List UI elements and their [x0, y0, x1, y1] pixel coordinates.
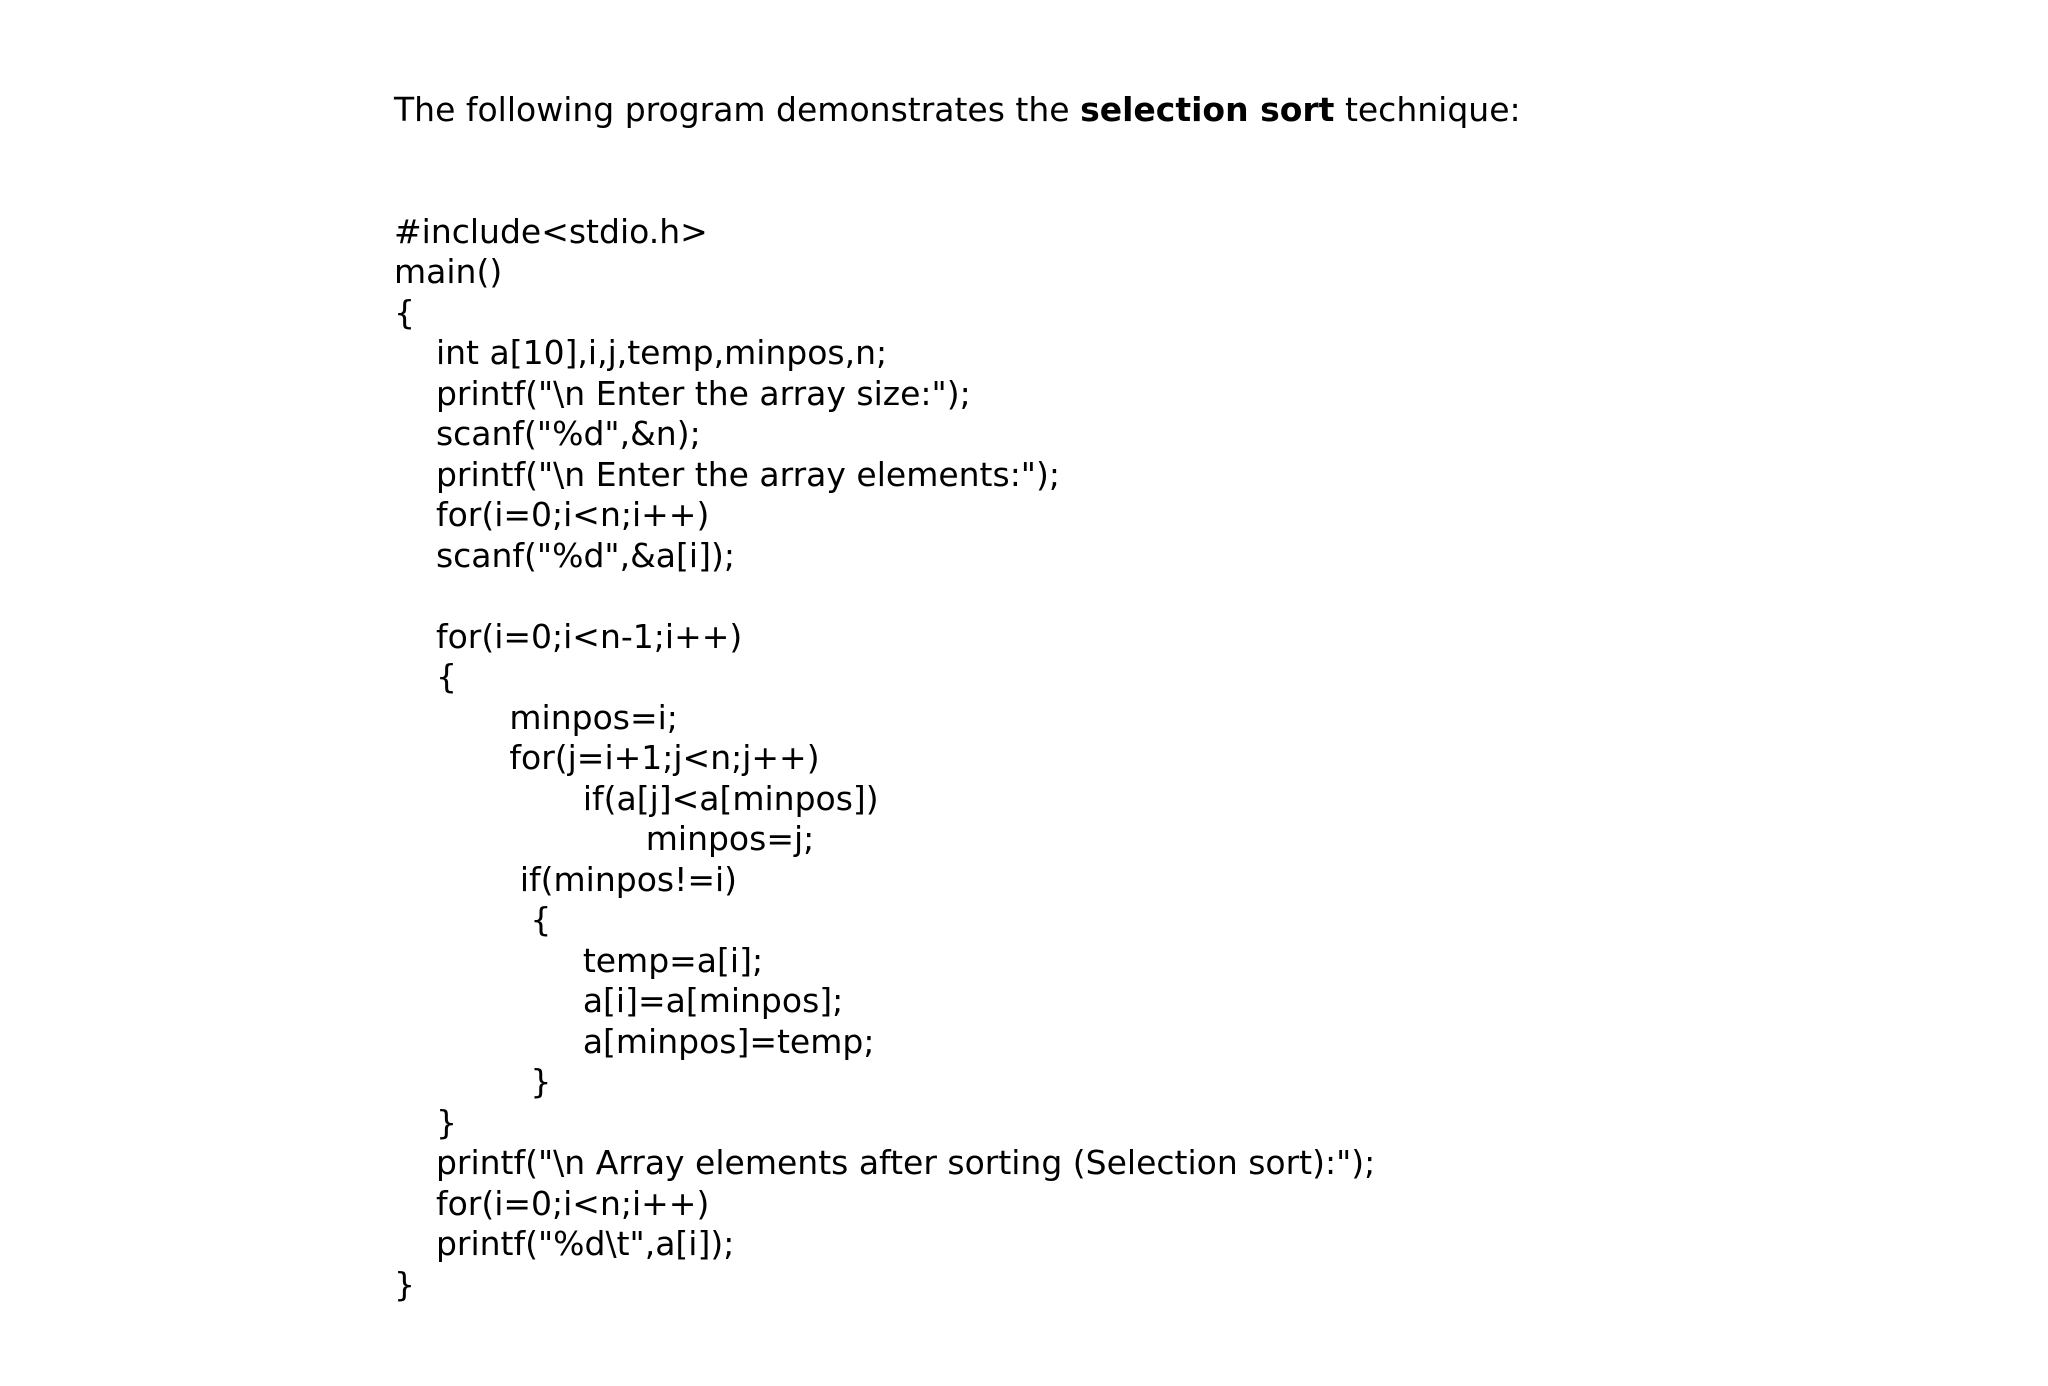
code-line: for(j=i+1;j<n;j++)	[394, 738, 820, 777]
code-line: scanf("%d",&a[i]);	[394, 535, 735, 575]
code-line	[394, 576, 1521, 617]
code-line: #include<stdio.h>	[394, 211, 708, 251]
code-line: printf("\n Array elements after sorting …	[394, 1143, 1376, 1182]
code-line: temp=a[i];	[394, 940, 764, 980]
code-line: }	[394, 1102, 457, 1142]
code-line: for(i=0;i<n;i++)	[394, 495, 710, 534]
code-line: a[i]=a[minpos];	[394, 981, 844, 1020]
heading-suffix: technique:	[1334, 90, 1521, 129]
code-line: {	[394, 900, 552, 939]
code-line: }	[394, 1062, 552, 1101]
heading: The following program demonstrates the s…	[394, 90, 1521, 131]
code-line: printf("\n Enter the array elements:");	[394, 454, 1060, 494]
code-line: if(a[j]<a[minpos])	[394, 778, 879, 818]
code-line: }	[394, 1264, 415, 1304]
code-line: for(i=0;i<n;i++)	[394, 1183, 710, 1223]
code-line: {	[394, 292, 415, 332]
heading-prefix: The following program demonstrates the	[394, 90, 1081, 129]
code-line: a[minpos]=temp;	[394, 1021, 875, 1061]
heading-bold: selection sort	[1080, 90, 1335, 129]
code-block: #include<stdio.h>main(){ int a[10],i,j,t…	[394, 212, 1521, 1306]
code-line: for(i=0;i<n-1;i++)	[394, 616, 743, 656]
code-line: minpos=i;	[394, 697, 678, 737]
code-line: if(minpos!=i)	[394, 859, 738, 899]
code-line: scanf("%d",&n);	[394, 414, 701, 453]
code-line: minpos=j;	[394, 819, 815, 858]
code-line: {	[394, 657, 457, 696]
code-line: printf("%d\t",a[i]);	[394, 1224, 735, 1263]
code-listing: The following program demonstrates the s…	[394, 9, 1521, 1386]
code-line: main()	[394, 252, 503, 291]
document-page: The following program demonstrates the s…	[394, 90, 1521, 1304]
code-line: printf("\n Enter the array size:");	[394, 373, 971, 413]
code-line: int a[10],i,j,temp,minpos,n;	[394, 333, 888, 372]
